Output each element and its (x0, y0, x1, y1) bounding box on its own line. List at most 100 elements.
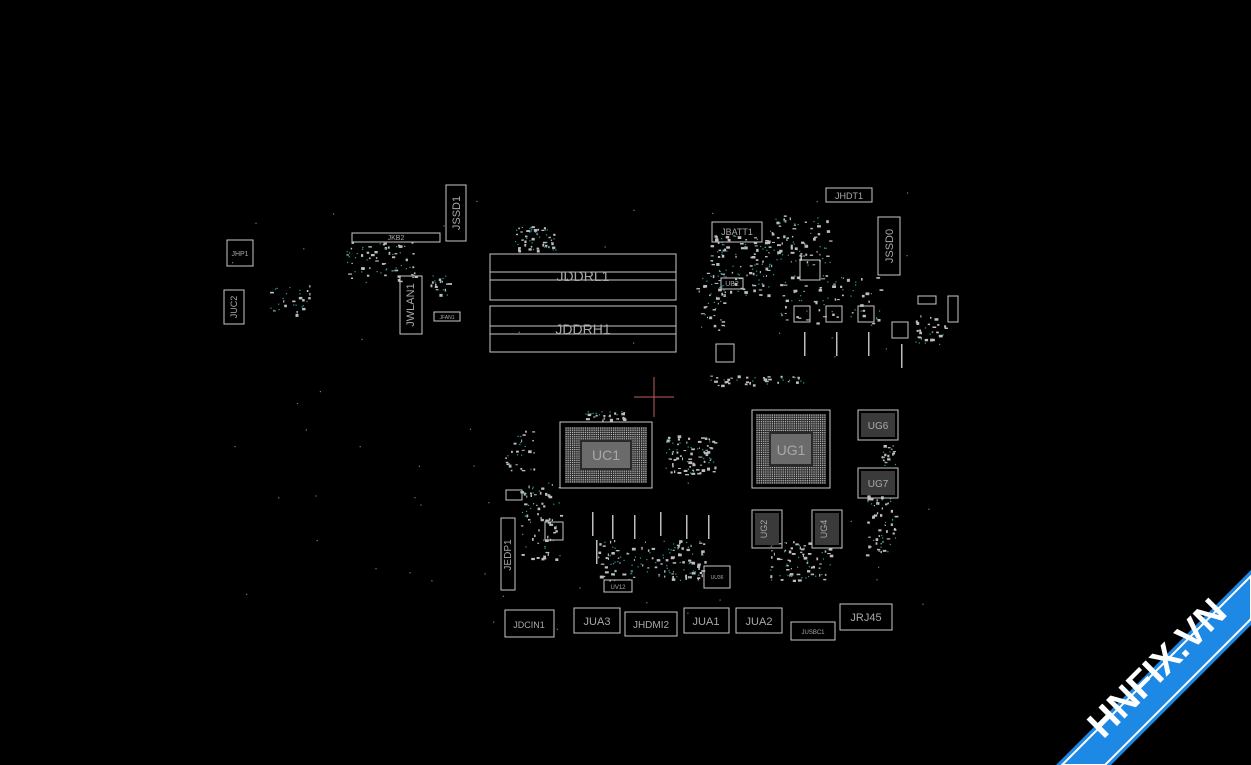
component-uc1[interactable]: UC1 (559, 421, 653, 489)
smd-pad (714, 235, 718, 238)
bga-ball (565, 477, 567, 479)
smd-pad (554, 526, 557, 530)
component-ub2[interactable]: UB2 (720, 277, 744, 290)
bga-ball (756, 462, 758, 464)
smd-pad (616, 418, 618, 420)
component-jhdmi2[interactable]: JHDMI2 (624, 611, 678, 637)
component-ug4[interactable]: UG4 (811, 509, 843, 549)
bga-ball (567, 461, 569, 464)
smd-pad (892, 452, 894, 456)
bga-ball (824, 438, 826, 440)
bga-ball (634, 466, 636, 468)
bga-ball (804, 469, 806, 471)
bga-ball (569, 431, 571, 433)
smd-pad (670, 471, 673, 474)
bga-ball (767, 429, 769, 431)
bga-ball (776, 429, 778, 431)
smd-pad (673, 458, 677, 461)
smd-pad (753, 241, 758, 245)
bga-ball (789, 425, 791, 427)
test-point (815, 575, 817, 577)
bga-ball (791, 477, 793, 480)
bga-ball (565, 438, 567, 440)
test-point (688, 576, 691, 578)
component-jdcin1[interactable]: JDCIN1 (504, 609, 555, 638)
component-jua1[interactable]: JUA1 (683, 607, 730, 634)
smd-pad (881, 456, 884, 459)
test-point (737, 273, 739, 275)
component-jua2[interactable]: JUA2 (735, 607, 783, 634)
smd-pad (540, 518, 544, 522)
component-ug6[interactable]: UG6 (857, 409, 899, 441)
component-jddrh1[interactable]: JDDRH1 (489, 305, 677, 353)
smd-pad (369, 267, 371, 270)
smd-pad (551, 519, 553, 521)
bga-ball (802, 416, 804, 418)
bga-ball (760, 462, 763, 464)
component-jusbc1[interactable]: JUSBC1 (790, 621, 836, 641)
test-point (689, 472, 692, 474)
test-point (521, 511, 524, 514)
component-jddrl1[interactable]: JDDRL1 (489, 253, 677, 301)
bga-ball (765, 432, 767, 434)
component-uv12[interactable]: UV12 (603, 579, 633, 593)
bga-ball (817, 480, 819, 482)
bga-ball (793, 421, 795, 423)
bga-ball (819, 482, 822, 484)
test-point (278, 309, 280, 311)
bga-ball (763, 460, 765, 462)
smd-pad (710, 245, 715, 248)
component-jkb2[interactable]: JKB2 (351, 232, 441, 243)
bga-ball (574, 438, 576, 440)
bga-ball (815, 423, 817, 425)
test-point (763, 275, 765, 277)
smd-pad (868, 545, 871, 549)
test-point (773, 249, 775, 251)
test-point (880, 543, 882, 545)
bga-ball (606, 431, 608, 433)
bga-ball (817, 414, 819, 416)
component-uu36[interactable]: UU36 (703, 565, 731, 589)
component-ug7[interactable]: UG7 (857, 467, 899, 499)
component-jwlan1[interactable]: JWLAN1 (399, 275, 423, 335)
component-jhdt1[interactable]: JHDT1 (825, 187, 873, 203)
smd-pad (536, 557, 540, 559)
component-juc2[interactable]: JUC2 (223, 289, 245, 325)
bga-ball (811, 414, 813, 416)
bga-ball (591, 427, 593, 429)
smd-pad (553, 233, 556, 236)
smd-pad (533, 468, 536, 471)
component-jssd0[interactable]: JSSD0 (877, 216, 901, 276)
bga-ball (763, 482, 765, 484)
via-dot (850, 520, 852, 522)
bga-ball (567, 477, 569, 479)
component-jrj45[interactable]: JRJ45 (839, 603, 893, 631)
bga-ball (824, 416, 826, 418)
bga-ball (765, 477, 767, 480)
bga-ball (811, 421, 813, 423)
component-ug1[interactable]: UG1 (751, 409, 831, 489)
bga-ball (643, 468, 645, 470)
component-jssd1[interactable]: JSSD1 (445, 184, 467, 242)
bga-ball (632, 440, 634, 442)
smd-pad (508, 464, 512, 468)
bga-ball (780, 429, 782, 431)
smd-pad (721, 324, 725, 327)
bga-ball (597, 479, 599, 481)
bga-ball (824, 469, 826, 471)
component-jhp1[interactable]: JHP1 (226, 239, 254, 267)
component-jua3[interactable]: JUA3 (573, 607, 621, 634)
component-ug2[interactable]: UG2 (751, 509, 783, 549)
bga-ball (638, 440, 640, 442)
test-point (884, 521, 887, 523)
component-jfan1[interactable]: JFAN1 (433, 311, 461, 322)
bga-ball (628, 433, 630, 436)
bga-ball (632, 449, 634, 451)
bga-ball (634, 436, 636, 438)
component-jbatt1[interactable]: JBATT1 (711, 221, 763, 243)
component-jedp1[interactable]: JEDP1 (500, 517, 516, 591)
bga-ball (815, 429, 817, 431)
bga-ball (819, 440, 822, 442)
bga-ball (643, 431, 645, 433)
via-dot (473, 465, 475, 467)
